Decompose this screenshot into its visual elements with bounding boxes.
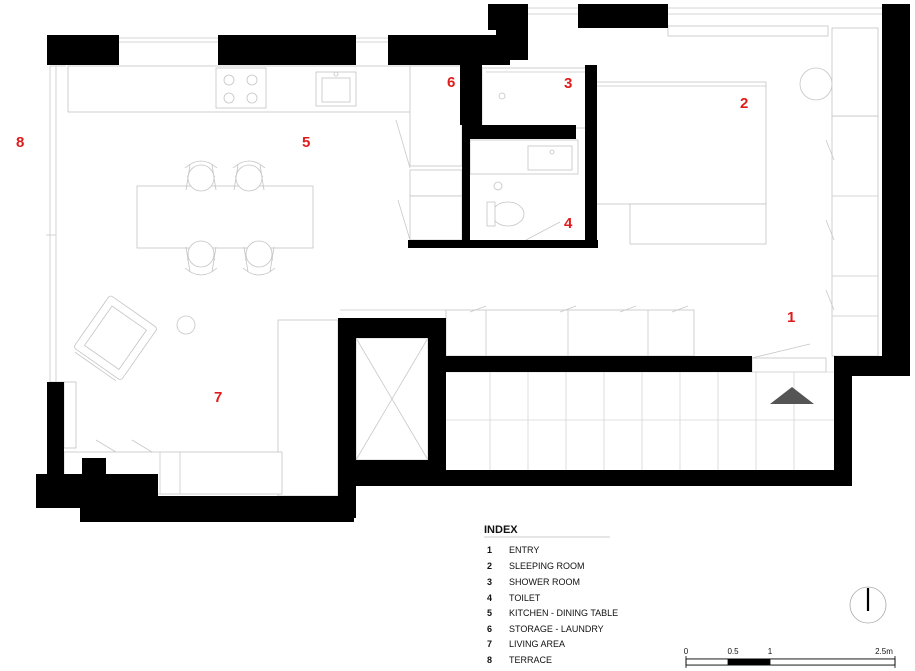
staircase	[446, 371, 834, 470]
lounge-chair	[74, 295, 196, 382]
svg-text:SLEEPING ROOM: SLEEPING ROOM	[509, 561, 585, 571]
scale-tick-label: 0	[684, 647, 689, 656]
stair-direction-arrow	[770, 387, 814, 404]
bed	[595, 25, 833, 245]
north-arrow-icon	[849, 586, 887, 624]
svg-text:7: 7	[487, 639, 492, 649]
bathroom-fixtures	[469, 67, 593, 241]
svg-text:6: 6	[487, 624, 492, 634]
room-number-storage-laundry: 6	[447, 74, 455, 91]
room-number-kitchen-dining: 5	[302, 134, 310, 151]
svg-text:ENTRY: ENTRY	[509, 545, 539, 555]
svg-text:TERRACE: TERRACE	[509, 655, 552, 665]
svg-text:3: 3	[487, 577, 492, 587]
room-numbers: 1 2 3 4 5 6 7 8	[16, 74, 795, 406]
room-number-toilet: 4	[564, 215, 573, 232]
index-item: 7 LIVING AREA	[487, 639, 565, 649]
index-item: 5 KITCHEN - DINING TABLE	[487, 608, 618, 618]
room-number-entry: 1	[787, 309, 795, 326]
index-item: 8 TERRACE	[487, 655, 552, 665]
svg-text:1: 1	[487, 545, 492, 555]
scale-bar: 0 0.5 1 2.5m	[684, 647, 896, 668]
walls	[36, 4, 910, 522]
scale-tick-label: 0.5	[727, 647, 739, 656]
scale-tick-label: 1	[768, 647, 773, 656]
room-number-shower-room: 3	[564, 75, 572, 92]
kitchen-fixtures	[67, 65, 463, 241]
index-item: 1 ENTRY	[487, 545, 539, 555]
svg-text:2: 2	[487, 561, 492, 571]
room-number-living-area: 7	[214, 389, 222, 406]
index-item: 2 SLEEPING ROOM	[487, 561, 585, 571]
svg-text:4: 4	[487, 593, 492, 603]
index-item: 6 STORAGE - LAUNDRY	[487, 624, 604, 634]
svg-text:SHOWER ROOM: SHOWER ROOM	[509, 577, 580, 587]
svg-text:KITCHEN - DINING TABLE: KITCHEN - DINING TABLE	[509, 608, 618, 618]
scale-tick-label: 2.5m	[875, 647, 893, 656]
index-title: INDEX	[484, 524, 518, 536]
svg-text:8: 8	[487, 655, 492, 665]
index-legend: INDEX 1 ENTRY 2 SLEEPING ROOM 3 SHOWER R…	[484, 524, 618, 665]
index-item: 4 TOILET	[487, 593, 541, 603]
wardrobes	[825, 27, 879, 357]
index-item: 3 SHOWER ROOM	[487, 577, 580, 587]
svg-text:5: 5	[487, 608, 492, 618]
dining-table	[136, 160, 314, 276]
svg-text:LIVING AREA: LIVING AREA	[509, 639, 565, 649]
svg-text:STORAGE - LAUNDRY: STORAGE - LAUNDRY	[509, 624, 604, 634]
svg-text:TOILET: TOILET	[509, 593, 541, 603]
room-number-sleeping-room: 2	[740, 95, 748, 112]
void-shaft	[355, 337, 429, 461]
room-number-terrace: 8	[16, 134, 24, 151]
